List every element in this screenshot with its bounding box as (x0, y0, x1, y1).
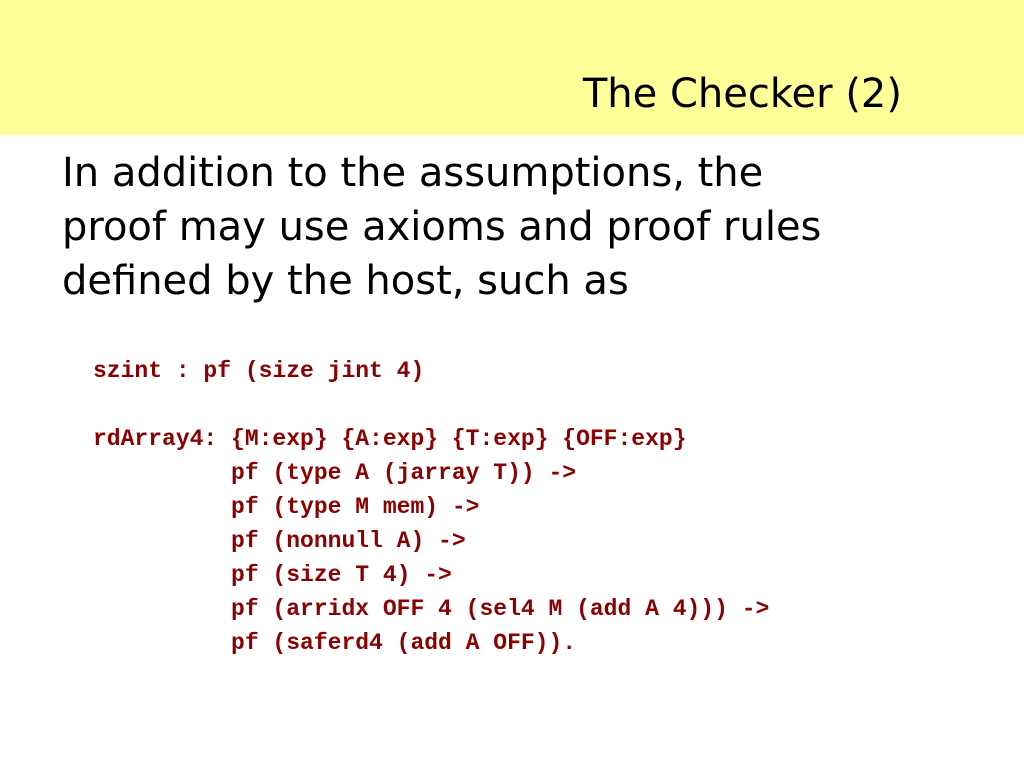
body-line: In addition to the assumptions, the (62, 150, 764, 196)
code-line: rdArray4: {M:exp} {A:exp} {T:exp} {OFF:e… (93, 426, 687, 452)
code-line: szint : pf (size jint 4) (93, 358, 425, 384)
code-line-blank (93, 388, 769, 422)
code-line: pf (size T 4) -> (93, 562, 452, 588)
code-line: pf (nonnull A) -> (93, 528, 466, 554)
code-line: pf (type A (jarray T)) -> (93, 460, 577, 486)
body-line: proof may use axioms and proof rules (62, 204, 822, 250)
code-line: pf (type M mem) -> (93, 494, 480, 520)
code-line: pf (arridx OFF 4 (sel4 M (add A 4))) -> (93, 596, 770, 622)
body-line: defined by the host, such as (62, 258, 629, 304)
code-line: pf (saferd4 (add A OFF)). (93, 630, 577, 656)
body-paragraph: In addition to the assumptions, the proo… (62, 146, 1002, 308)
title-bar: The Checker (2) (0, 0, 1024, 135)
code-block: szint : pf (size jint 4) rdArray4: {M:ex… (93, 354, 769, 660)
slide-title: The Checker (2) (582, 71, 902, 117)
